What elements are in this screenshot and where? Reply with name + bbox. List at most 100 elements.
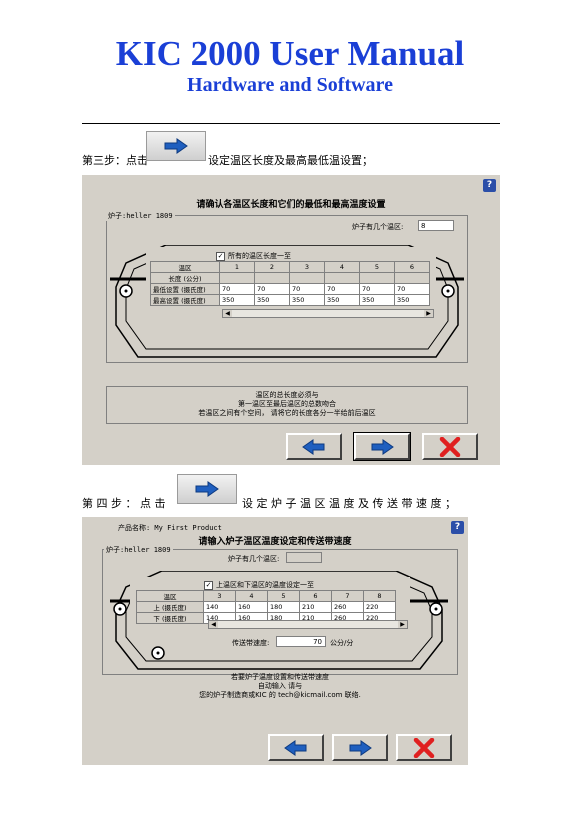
next-button[interactable]	[353, 432, 411, 461]
zone-count-input[interactable]: 8	[418, 220, 454, 231]
cancel-button[interactable]	[396, 734, 452, 761]
table-cell[interactable]: 70	[359, 283, 395, 295]
same-length-checkbox-row[interactable]: ✓ 所有的温区长度一至	[216, 251, 291, 261]
table-header-cell: 8	[363, 590, 396, 602]
zone-temperature-table: 温区 3 4 5 6 7 8 上 (摄氏度) 140 160 180 210 2…	[136, 590, 396, 624]
table-cell[interactable]: 350	[359, 294, 395, 306]
help-icon[interactable]: ?	[451, 521, 464, 534]
table-header-cell: 温区	[136, 590, 204, 602]
hint-line: 若要炉子温度设置和传送带速度	[231, 673, 329, 681]
same-length-checkbox[interactable]: ✓	[216, 251, 225, 261]
scroll-left-icon[interactable]: ◀	[209, 621, 218, 628]
right-arrow-icon	[164, 138, 188, 154]
next-button-illustration	[146, 131, 206, 161]
zone-length-table: 温区 1 2 3 4 5 6 长度 (公分) 最低设置 (摄氏度) 70 70 …	[150, 261, 430, 306]
right-arrow-icon	[349, 739, 372, 756]
table-row: 长度 (公分)	[150, 272, 430, 284]
same-length-label: 所有的温区长度一至	[228, 252, 291, 260]
row-label: 最低设置 (摄氏度)	[150, 283, 220, 295]
table-cell	[359, 272, 395, 284]
next-button[interactable]	[332, 734, 388, 761]
left-arrow-icon	[302, 438, 325, 455]
back-button[interactable]	[286, 433, 342, 460]
conveyor-speed-unit: 公分/分	[330, 639, 354, 647]
row-label: 长度 (公分)	[150, 272, 220, 284]
row-label: 上 (摄氏度)	[136, 601, 204, 613]
hint-message-box: 若要炉子温度设置和传送带速度 自动输入 请与 您的炉子制造商或KIC 的 tec…	[102, 669, 458, 707]
next-button-illustration	[177, 474, 237, 504]
table-header-cell: 3	[289, 261, 325, 273]
table-cell[interactable]: 350	[324, 294, 360, 306]
table-cell	[324, 272, 360, 284]
table-cell[interactable]: 70	[289, 283, 325, 295]
hint-line: 若温区之间有个空间， 请将它的长度各分一半给前后温区	[198, 409, 376, 417]
same-temp-checkbox-row[interactable]: ✓ 上温区和下温区的温度设定一至	[204, 580, 314, 590]
conveyor-speed-label: 传送带速度:	[232, 639, 270, 647]
oven-groupbox	[102, 549, 458, 675]
table-header-cell: 5	[267, 590, 300, 602]
horizontal-scrollbar[interactable]: ◀ ▶	[222, 309, 434, 318]
table-cell[interactable]: 70	[324, 283, 360, 295]
zone-length-dialog: ? 请确认各温区长度和它们的最低和最高温度设置 炉子:heller 1809 炉…	[82, 175, 500, 465]
table-cell[interactable]: 220	[363, 601, 396, 613]
dialog-title: 请确认各温区长度和它们的最低和最高温度设置	[196, 200, 386, 210]
right-arrow-icon	[371, 438, 394, 455]
hint-line: 您的炉子制造商或KIC 的 tech@kicmail.com 联络.	[199, 691, 361, 699]
scroll-right-icon[interactable]: ▶	[424, 310, 433, 317]
table-cell[interactable]: 350	[219, 294, 255, 306]
conveyor-speed-input[interactable]: 70	[276, 636, 326, 647]
table-cell[interactable]: 350	[289, 294, 325, 306]
hint-line: 第一温区至最后温区的总数吻合	[238, 400, 336, 408]
hint-line: 自动输入 请与	[257, 682, 303, 690]
step3-prefix: 第三步：点击	[82, 154, 148, 167]
table-row: 下 (摄氏度) 140 160 180 210 260 220	[136, 612, 396, 624]
product-name-label: 产品名称: My First Product	[118, 524, 222, 532]
left-arrow-icon	[284, 739, 307, 756]
zone-count-input	[286, 552, 322, 563]
red-x-icon	[413, 737, 435, 758]
same-temp-label: 上温区和下温区的温度设定一至	[216, 581, 314, 589]
oven-groupbox	[106, 215, 468, 363]
dialog-title: 请输入炉子温区温度设定和传送带速度	[198, 537, 352, 547]
table-cell	[394, 272, 430, 284]
hint-line: 温区的总长度必须与	[255, 391, 319, 399]
table-cell[interactable]: 70	[254, 283, 290, 295]
hint-message-box: 温区的总长度必须与 第一温区至最后温区的总数吻合 若温区之间有个空间， 请将它的…	[106, 386, 468, 424]
page-subtitle: Hardware and Software	[187, 74, 393, 96]
table-row: 上 (摄氏度) 140 160 180 210 260 220	[136, 601, 396, 613]
table-cell[interactable]: 260	[331, 601, 364, 613]
table-cell	[289, 272, 325, 284]
scroll-left-icon[interactable]: ◀	[223, 310, 232, 317]
table-header-cell: 3	[203, 590, 236, 602]
horizontal-scrollbar[interactable]: ◀ ▶	[208, 620, 408, 629]
table-cell[interactable]: 350	[394, 294, 430, 306]
zone-count-label: 炉子有几个温区:	[352, 223, 404, 231]
table-header-cell: 2	[254, 261, 290, 273]
back-button[interactable]	[268, 734, 324, 761]
table-cell[interactable]: 160	[235, 601, 268, 613]
table-cell[interactable]: 70	[219, 283, 255, 295]
table-row: 最高设置 (摄氏度) 350 350 350 350 350 350	[150, 294, 430, 306]
table-cell[interactable]: 70	[394, 283, 430, 295]
help-icon[interactable]: ?	[483, 179, 496, 192]
table-cell[interactable]: 140	[203, 601, 236, 613]
oven-label: 炉子:heller 1809	[104, 545, 173, 555]
table-cell[interactable]: 180	[267, 601, 300, 613]
table-header-cell: 4	[324, 261, 360, 273]
same-temp-checkbox[interactable]: ✓	[204, 580, 213, 590]
table-cell[interactable]: 210	[299, 601, 332, 613]
row-label: 下 (摄氏度)	[136, 612, 204, 624]
table-cell	[254, 272, 290, 284]
table-header-row: 温区 3 4 5 6 7 8	[136, 590, 396, 602]
scroll-right-icon[interactable]: ▶	[398, 621, 407, 628]
page-title: KIC 2000 User Manual	[115, 34, 465, 73]
cancel-button[interactable]	[422, 433, 478, 460]
table-cell	[219, 272, 255, 284]
table-header-cell: 1	[219, 261, 255, 273]
red-x-icon	[439, 436, 461, 457]
table-header-cell: 温区	[150, 261, 220, 273]
right-arrow-icon	[195, 481, 219, 497]
oven-label: 炉子:heller 1809	[106, 211, 175, 221]
table-cell[interactable]: 350	[254, 294, 290, 306]
zone-count-label: 炉子有几个温区:	[228, 555, 280, 563]
